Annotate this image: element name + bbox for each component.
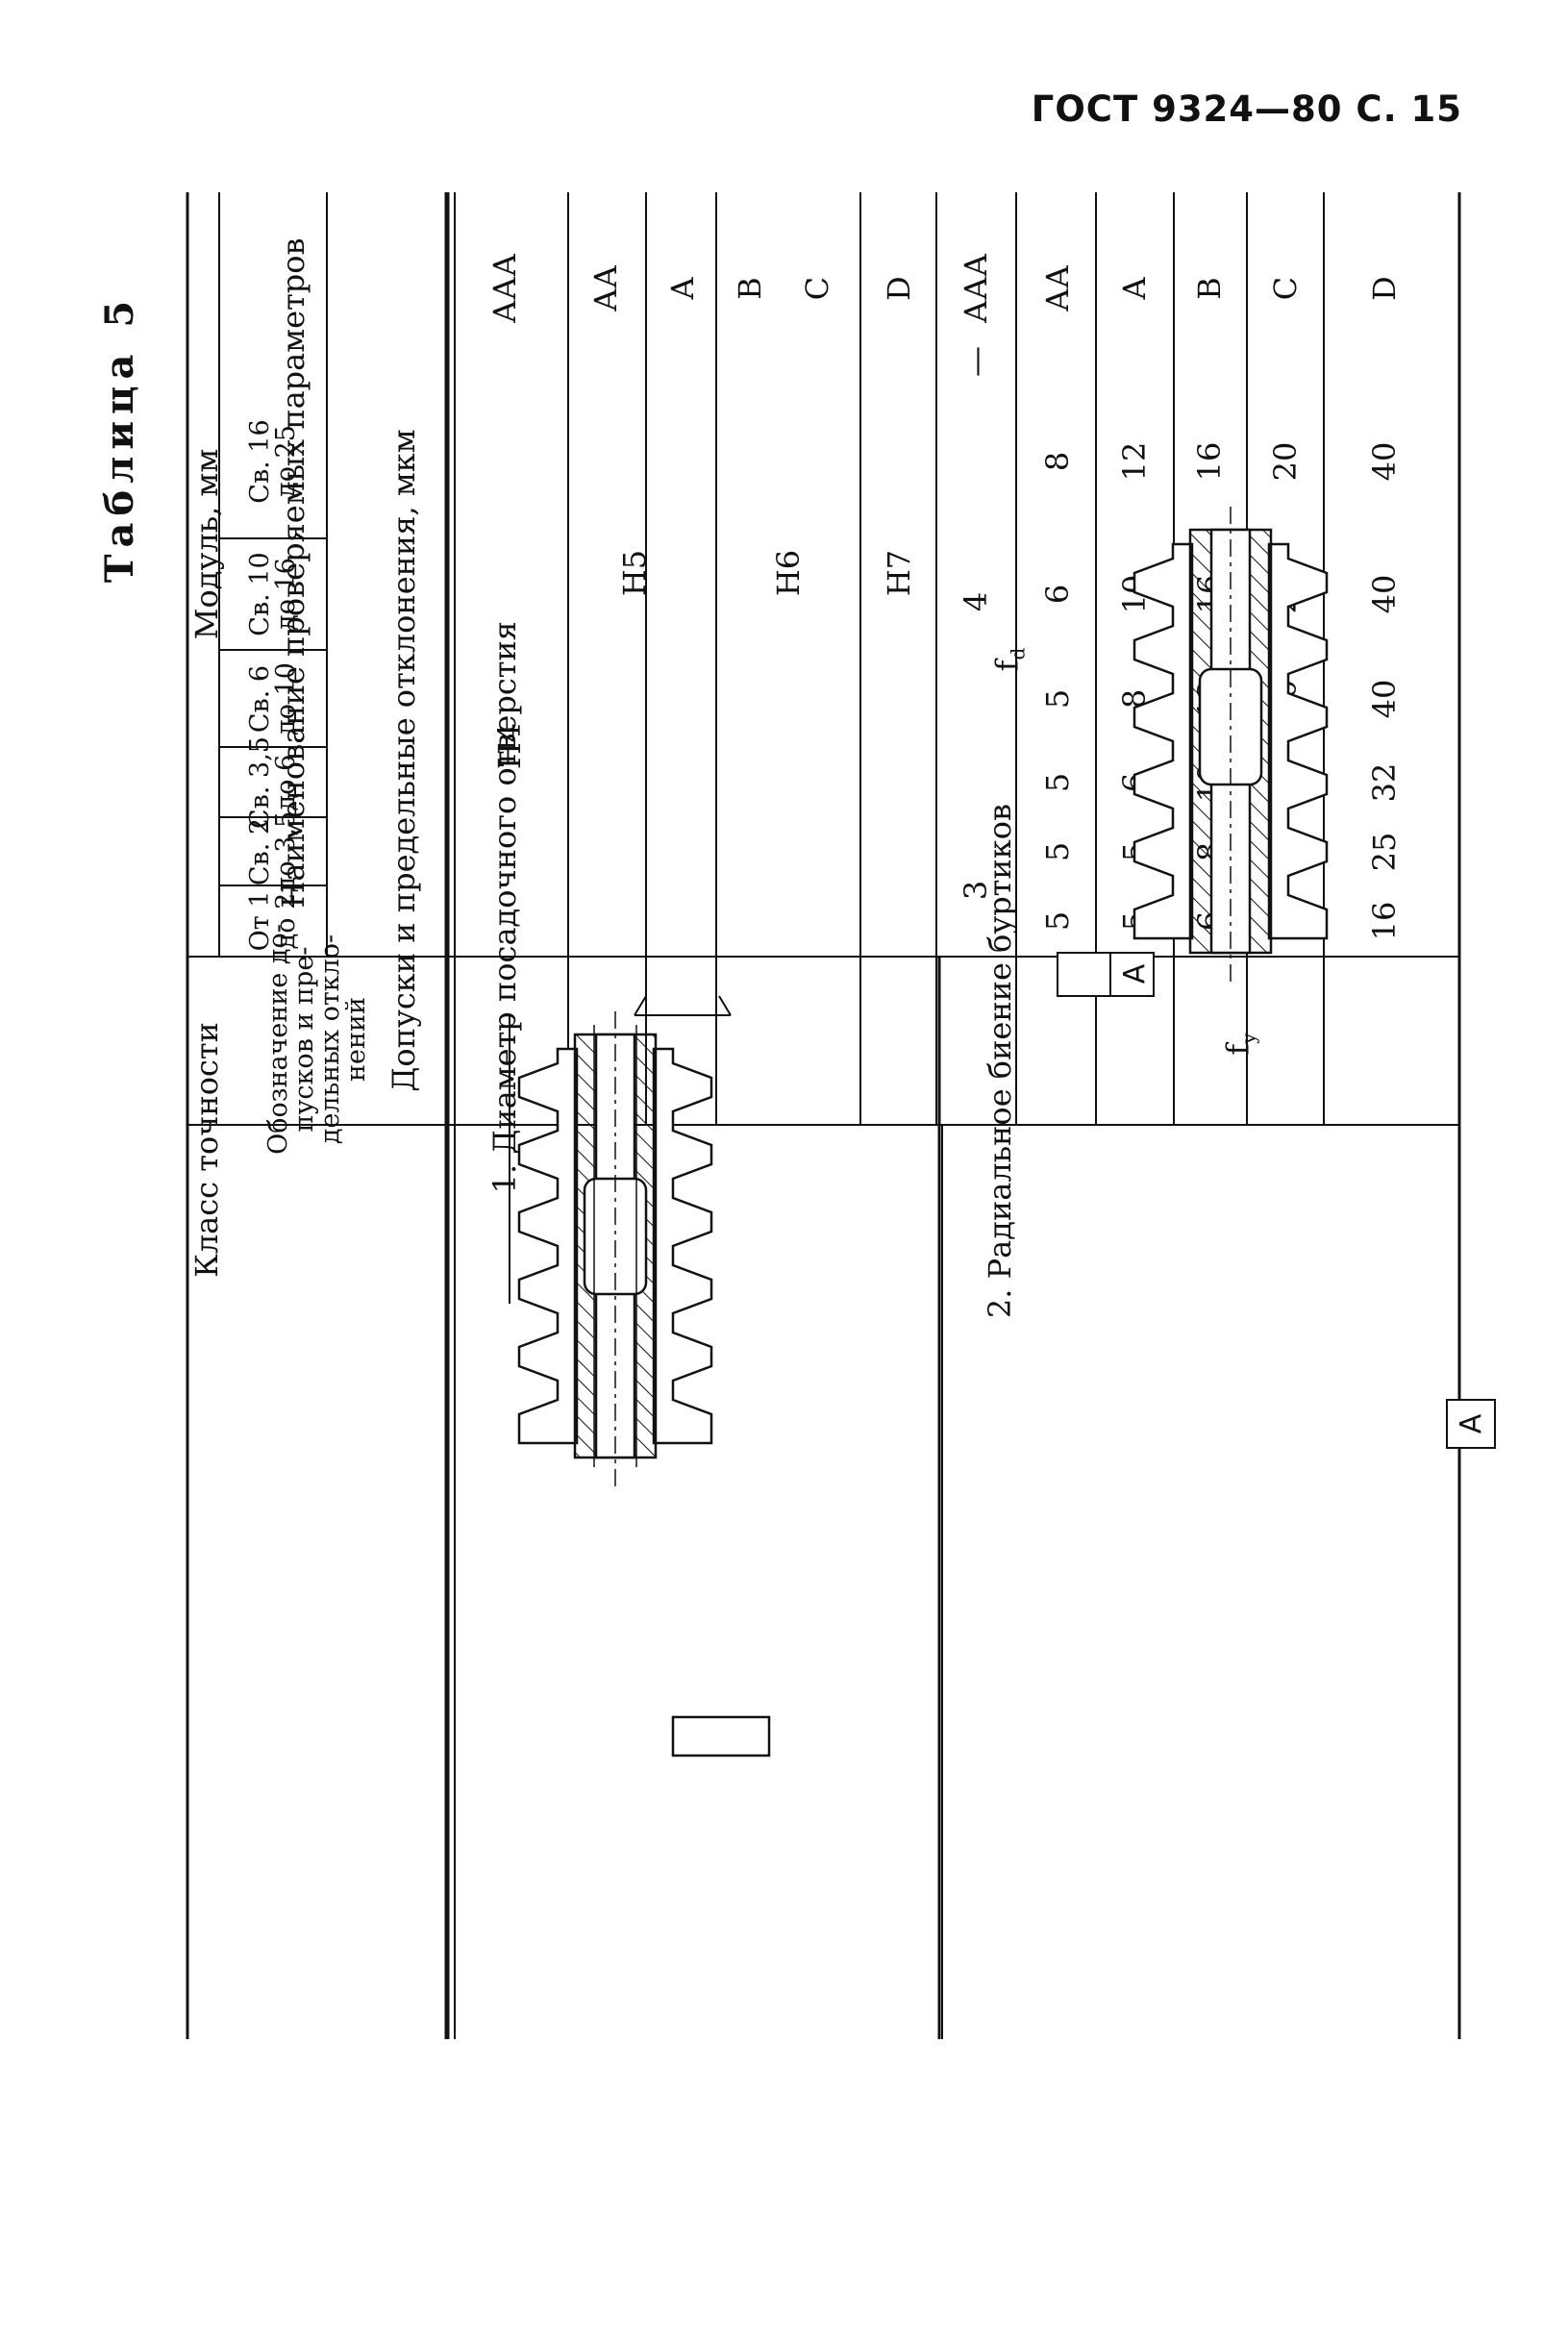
datum-label-top: А	[1118, 963, 1152, 984]
page-header: ГОСТ 9324—80 С. 15	[1031, 88, 1462, 130]
datum-label-bottom: А	[1455, 1413, 1488, 1433]
